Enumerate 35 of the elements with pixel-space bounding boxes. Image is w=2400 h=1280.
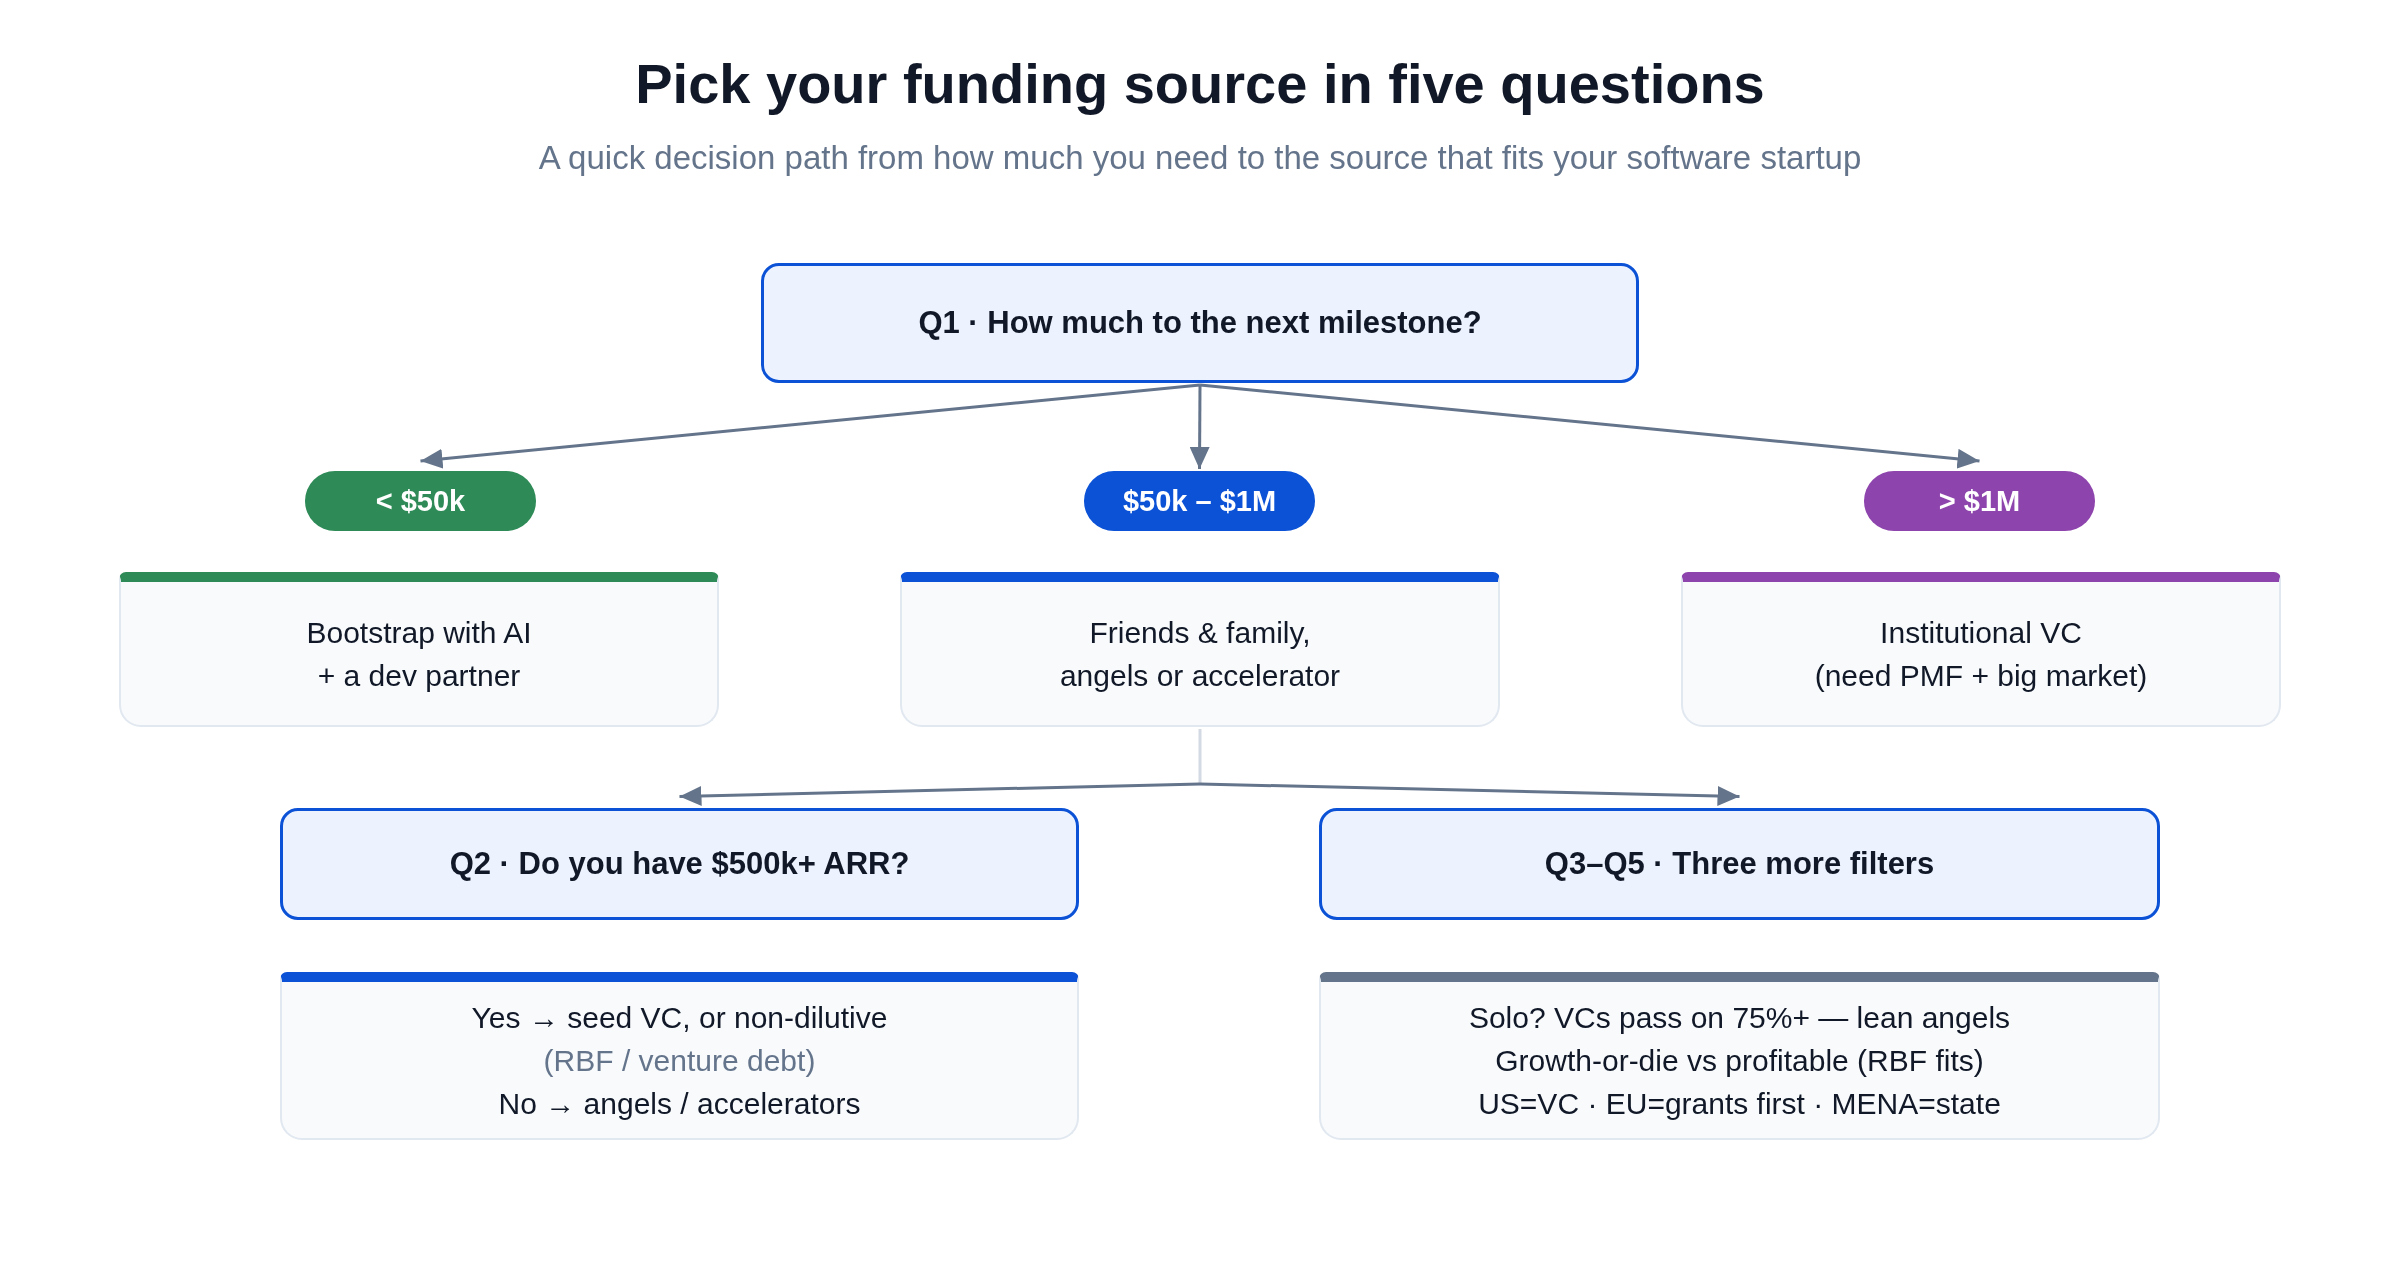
arrow	[1199, 383, 1980, 469]
arrow	[420, 383, 1201, 469]
question-text: Q1 · How much to the next milestone?	[918, 304, 1482, 342]
outcome-card	[280, 972, 1079, 1140]
card-text: (need PMF + big market)	[1814, 657, 2148, 694]
outcome-card	[1681, 572, 2281, 727]
outcome-card	[119, 572, 719, 727]
outcome-card	[1319, 972, 2160, 1140]
question-box	[1319, 808, 2160, 920]
note-text: (RBF / venture debt)	[543, 1042, 816, 1079]
question-box	[280, 808, 1079, 920]
arrow	[1199, 782, 1740, 806]
card-text: US=VC · EU=grants first · MENA=state	[1478, 1085, 2001, 1122]
amount-label: > $1M	[1938, 484, 2021, 519]
outcome-card	[900, 572, 1500, 727]
arrow	[1189, 385, 1210, 469]
card-text: Institutional VC	[1880, 614, 2082, 651]
amount-tag	[1084, 471, 1315, 531]
subtitle-text: A quick decision path from how much you need to the source that fits your software startup	[538, 139, 1862, 177]
card-text: Bootstrap with AI + a dev partner	[305, 614, 533, 694]
amount-tag	[305, 471, 536, 531]
card-text: Growth-or-die vs profitable (RBF fits)	[1495, 1042, 1984, 1079]
card-text: Friends & family, angels or accelerator	[1058, 614, 1342, 694]
card-text: Solo? VCs pass on 75%+ — lean angels	[1468, 999, 2011, 1036]
connector-line	[1198, 729, 1202, 784]
amount-label: $50k – $1M	[1122, 484, 1277, 519]
amount-label: < $50k	[375, 484, 466, 519]
amount-tag	[1864, 471, 2095, 531]
question-text: Q2 · Do you have $500k+ ARR?	[449, 845, 910, 883]
card-text: No → angels / accelerators	[498, 1085, 861, 1122]
question-box	[761, 263, 1639, 383]
diagram-title: Pick your funding source in five questions	[635, 51, 1765, 117]
question-text: Q3–Q5 · Three more filters	[1544, 845, 1935, 883]
card-text: Yes → seed VC, or non-dilutive	[471, 999, 888, 1036]
arrow	[679, 782, 1201, 806]
